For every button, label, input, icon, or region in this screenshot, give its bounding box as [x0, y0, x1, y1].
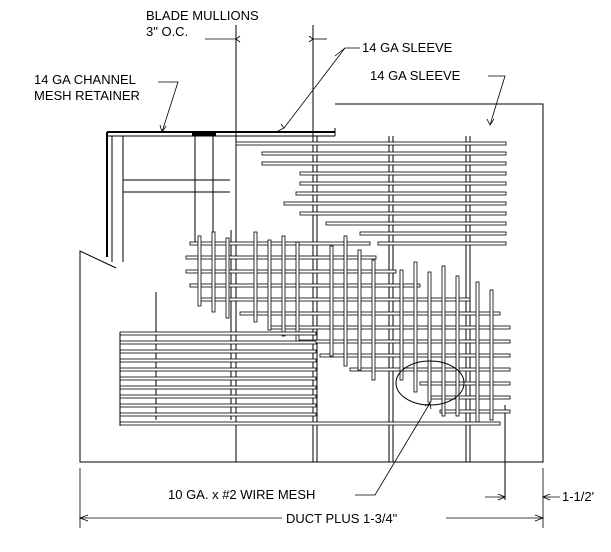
- blade-mullions-label: BLADE MULLIONS: [146, 8, 259, 23]
- duct-dimension-label: DUCT PLUS 1-3/4": [286, 511, 398, 526]
- upper-blades: [235, 141, 507, 246]
- wire-mesh: [185, 231, 511, 423]
- channel-label: 14 GA CHANNEL: [34, 72, 136, 87]
- blade-mullions-spacing-label: 3" O.C.: [146, 24, 188, 39]
- outer-duct-outline: [79, 103, 544, 463]
- blade-mullion-post: [192, 131, 216, 244]
- sleeve-right-label: 14 GA SLEEVE: [370, 68, 461, 83]
- channel-mesh-retainer: [106, 128, 336, 262]
- lower-blades: [119, 331, 501, 426]
- dimension-lines: [78, 468, 560, 528]
- sleeve-top-label: 14 GA SLEEVE: [362, 40, 453, 55]
- wire-mesh-label: 10 GA. x #2 WIRE MESH: [168, 487, 315, 502]
- edge-dimension-label: 1-1/2': [562, 489, 594, 504]
- leader-lines: [158, 35, 506, 496]
- mesh-retainer-label: MESH RETAINER: [34, 88, 140, 103]
